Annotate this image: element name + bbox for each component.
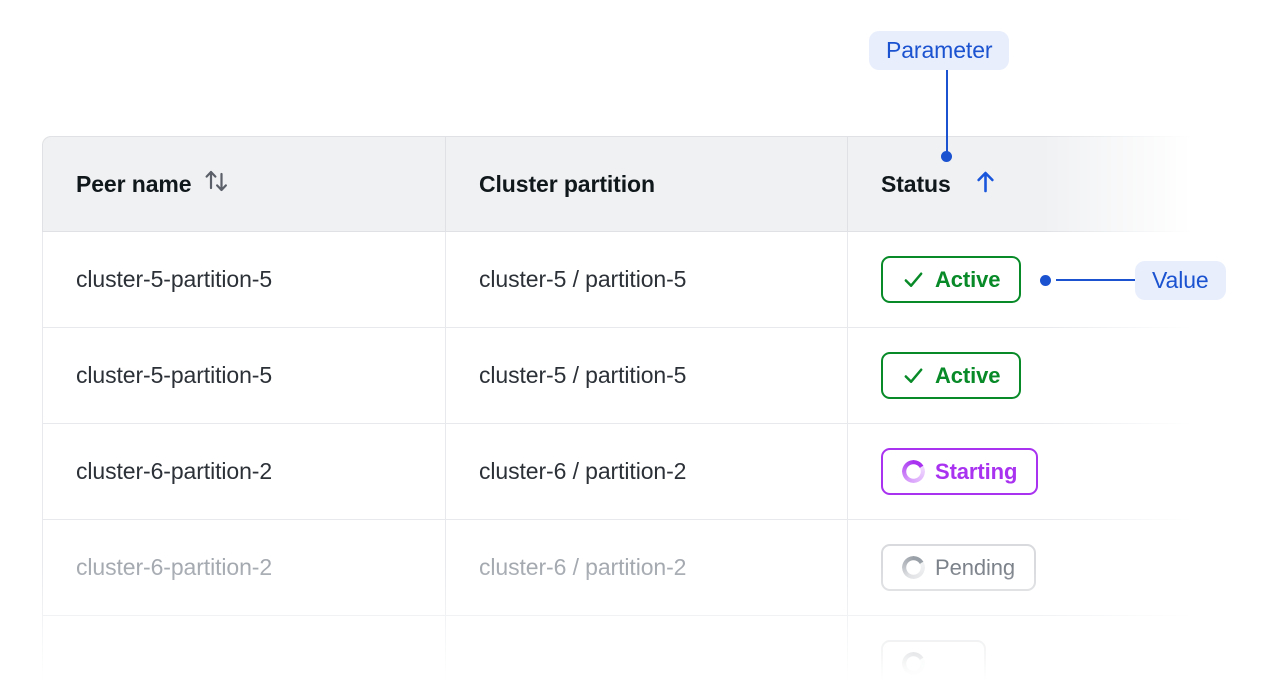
status-badge-label: Pending [935,554,1016,580]
cell-peer-name: cluster-5-partition-5 [42,232,445,328]
status-badge: Active [881,352,1022,399]
status-badge-label: Active [935,362,1001,388]
status-badge-label: Starting [935,458,1018,484]
annotation-anchor-dot-parameter [941,151,952,162]
cell-status: Active [847,328,1202,424]
cell-peer-name: cluster-5-partition-5 [42,328,445,424]
arrow-up-icon[interactable] [973,168,998,201]
table-header: Peer name Cluster partition [42,136,1202,232]
status-badge-label: Active [935,266,1001,292]
check-icon [904,368,923,383]
table-row[interactable]: cluster-5-partition-5 cluster-5 / partit… [42,232,1202,328]
table-row[interactable] [42,616,1202,688]
table-header-row: Peer name Cluster partition [42,136,1202,232]
annotation-anchor-dot-value [1040,275,1051,286]
table-row[interactable]: cluster-6-partition-2 cluster-6 / partit… [42,520,1202,616]
cell-cluster-partition: cluster-6 / partition-2 [445,424,847,520]
column-header-cluster-partition[interactable]: Cluster partition [445,136,847,232]
annotation-label-value: Value [1135,261,1226,300]
spinner-icon [902,652,925,675]
cell-status: Starting [847,424,1202,520]
column-header-status[interactable]: Status [847,136,1202,232]
sort-both-icon[interactable] [204,167,230,201]
spinner-icon [902,460,925,483]
status-badge: Starting [881,448,1039,495]
table-row[interactable]: cluster-5-partition-5 cluster-5 / partit… [42,328,1202,424]
cell-cluster-partition: cluster-5 / partition-5 [445,232,847,328]
table-body: cluster-5-partition-5 cluster-5 / partit… [42,232,1202,688]
column-header-peer-name[interactable]: Peer name [42,136,445,232]
check-icon [904,272,923,287]
cell-cluster-partition: cluster-5 / partition-5 [445,328,847,424]
status-badge: Active [881,256,1022,303]
status-badge-label [935,651,965,677]
peers-table: Peer name Cluster partition [42,136,1202,688]
data-table-container: Peer name Cluster partition [42,136,1202,688]
column-header-cluster-partition-label: Cluster partition [479,170,655,197]
column-header-peer-name-label: Peer name [76,170,192,197]
column-header-status-label: Status [881,170,951,197]
annotation-leader-line-parameter [946,70,948,157]
status-badge: Pending [881,544,1037,591]
annotation-leader-line-value [1056,279,1135,281]
cell-status: Pending [847,520,1202,616]
cell-cluster-partition: cluster-6 / partition-2 [445,520,847,616]
cell-status [847,616,1202,688]
annotation-label-parameter: Parameter [869,31,1010,70]
table-row[interactable]: cluster-6-partition-2 cluster-6 / partit… [42,424,1202,520]
cell-peer-name: cluster-6-partition-2 [42,424,445,520]
cell-peer-name: cluster-6-partition-2 [42,520,445,616]
spinner-icon [902,556,925,579]
status-badge [881,640,987,687]
cell-peer-name [42,616,445,688]
cell-cluster-partition [445,616,847,688]
